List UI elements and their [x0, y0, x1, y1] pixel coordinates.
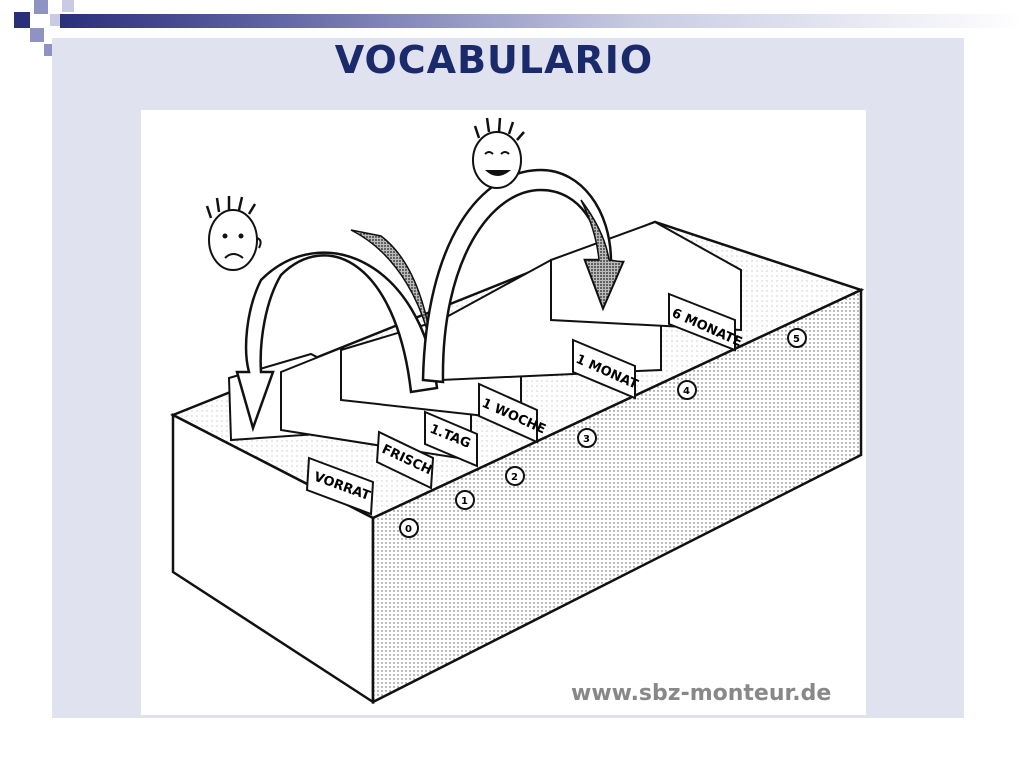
slot-number-2: 2 [505, 466, 525, 486]
slide-title: VOCABULARIO [334, 38, 654, 82]
arrow-forward [421, 168, 625, 384]
svg-text:1: 1 [461, 496, 468, 507]
slot-number-0: 0 [399, 518, 419, 538]
flashcard-box-illustration: VORRAT FRISCH 1.TAG 1 WOCHE 1 MONAT 6 MO… [141, 110, 866, 715]
svg-text:4: 4 [683, 386, 690, 397]
box-front-wall [371, 288, 863, 705]
slot-number-1: 1 [455, 490, 475, 510]
slot-number-4: 4 [677, 380, 697, 400]
svg-text:0: 0 [405, 524, 412, 535]
svg-text:2: 2 [511, 472, 518, 483]
sad-face-icon [205, 196, 262, 271]
slot-number-5: 5 [787, 328, 807, 348]
svg-text:5: 5 [793, 334, 800, 345]
header-gradient-bar [60, 14, 1024, 28]
box-drawing: VORRAT FRISCH 1.TAG 1 WOCHE 1 MONAT 6 MO… [169, 117, 865, 706]
watermark-text: www.sbz-monteur.de [571, 681, 831, 706]
slot-number-3: 3 [577, 428, 597, 448]
svg-text:3: 3 [583, 434, 590, 445]
happy-face-icon [472, 117, 525, 189]
